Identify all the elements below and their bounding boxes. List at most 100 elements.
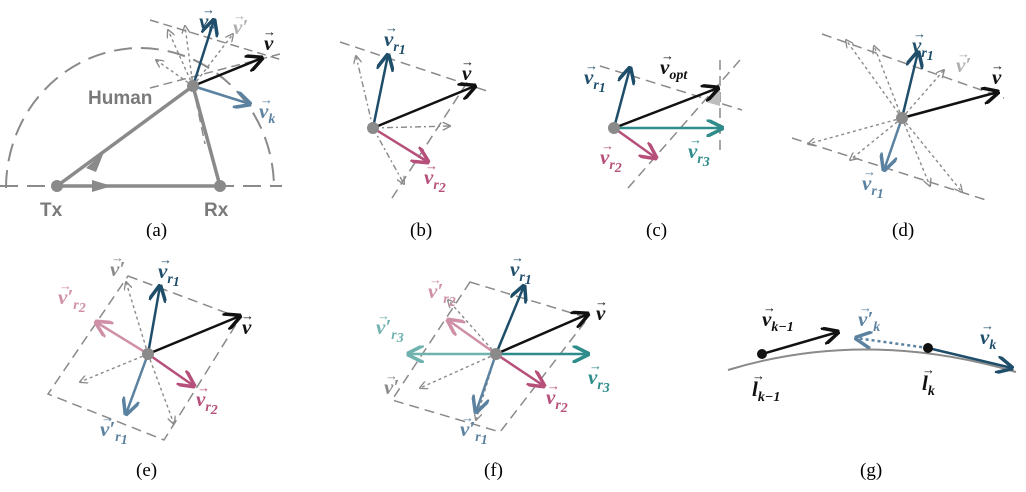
vr2-prime-label: v′r2 [428,279,456,310]
vk-label: vk [259,99,275,127]
v-arrow-mark: → [991,58,1004,73]
guide-line [149,53,281,89]
vector-vk-prime [856,338,929,350]
candidate-vector [901,70,944,119]
vector-vr2 [613,126,656,158]
vr1-label: vr1 [384,27,406,58]
vr1-reflected-arrow-mark: → [863,164,876,179]
guide-line [627,59,741,189]
v-label: v [242,315,252,339]
location-l-k-minus-1 [757,349,767,359]
guide-line [192,85,206,145]
vr1-prime-arrow-mark: → [461,410,474,425]
candidate-vector [147,353,174,424]
caption-b: (b) [410,220,432,241]
vector-v [495,314,588,356]
vr3-arrow-mark: → [689,132,702,147]
vk-minus-1-label: vk−1 [762,307,794,335]
panel-c: vr1 → vopt → vr3 → vr2 → (c) [584,48,743,241]
rx-label: Rx [204,200,229,221]
vector-vr2 [147,352,194,386]
vr1-arrow-mark: → [385,20,398,35]
candidate-vector [901,117,962,192]
vk-minus-1-arrow-mark: → [763,300,776,315]
vector-v [901,92,998,120]
lk-minus-1-label: lk−1 [752,377,780,405]
vr1-prime-arrow-mark: → [101,410,114,425]
tx-human-path [55,84,195,188]
vector-vk [192,84,250,104]
vector-vr1 [371,55,388,129]
candidate-vector [372,126,450,128]
vk-label: vk [980,325,996,353]
vopt-label: vopt [660,55,688,83]
candidate-vector [168,30,194,87]
vprime-arrow-mark: → [957,46,970,61]
direct-path-arrowhead [92,180,112,192]
v-arrow-mark: → [263,24,276,39]
vector-vr1-prime [476,353,498,412]
vr1-prime-label: v′r1 [100,417,128,448]
optimal-region [706,84,720,106]
vprime-label: v′ [956,53,971,77]
vr-arrow-mark: → [202,2,215,17]
guide-line [791,137,987,201]
human-point [187,80,199,92]
v-label: v [462,61,472,85]
vr2-prime-arrow-mark: → [429,272,442,287]
caption-f: (f) [484,460,503,481]
vr2-label: vr2 [600,145,622,176]
vector-vopt [613,88,718,130]
vr1-label: vr1 [912,33,934,64]
candidate-vector [846,40,903,119]
vector-vr1-reflected [884,117,904,170]
vr2-label: vr2 [196,387,218,418]
panel-a: Human Tx Rx vr → v′ → v → vk → (a) [0,2,283,241]
vector-vr1 [900,52,918,119]
lk-arrow-mark: → [922,362,935,377]
origin-point [367,122,379,134]
vr2-prime-label: v′r2 [58,285,86,316]
origin-point [896,112,908,124]
vprime-label: v′ [110,257,125,281]
candidate-vector [901,117,930,186]
lk-minus-1-arrow-mark: → [752,368,765,383]
candidate-vector [356,56,374,129]
vector-v [147,316,240,356]
caption-e: (e) [136,460,157,481]
tx-point [51,180,63,192]
v-arrow-mark: → [595,294,608,309]
vk-prime-arrow-mark: → [859,300,872,315]
v-label: v [264,31,274,55]
vector-vr2 [372,126,428,162]
vector-vr2-prime [96,322,149,356]
candidate-vector [420,353,497,388]
guide-line [149,19,283,61]
vr3-label: vr3 [588,365,610,396]
candidate-vector [126,282,149,355]
rx-point [214,180,226,192]
v-label: v [992,65,1002,89]
v-arrow-mark: → [241,308,254,323]
trajectory-curve [727,348,1017,373]
candidate-vector [448,300,497,355]
vr2-label: vr2 [424,165,446,196]
vr1-label: vr1 [510,257,532,288]
vr2-prime-arrow-mark: → [59,278,72,293]
candidate-vector [372,127,404,184]
human-label: Human [88,88,152,109]
vector-vr1 [146,286,160,355]
parallelogram [46,275,242,441]
vopt-arrow-mark: → [661,48,674,63]
vr2-label: vr2 [546,385,568,416]
v-label: v [596,301,606,325]
ellipse-boundary [5,47,275,189]
human-rx-path [191,85,222,187]
vector-vk-minus-1 [761,332,838,356]
vector-vr [191,20,214,87]
panel-d: vr1 → v′ → v → vr1 → (d) [791,26,1005,241]
vprime-arrow-mark: → [111,250,124,265]
vprime-arrow-mark: → [233,8,246,23]
parallelogram [390,281,590,433]
